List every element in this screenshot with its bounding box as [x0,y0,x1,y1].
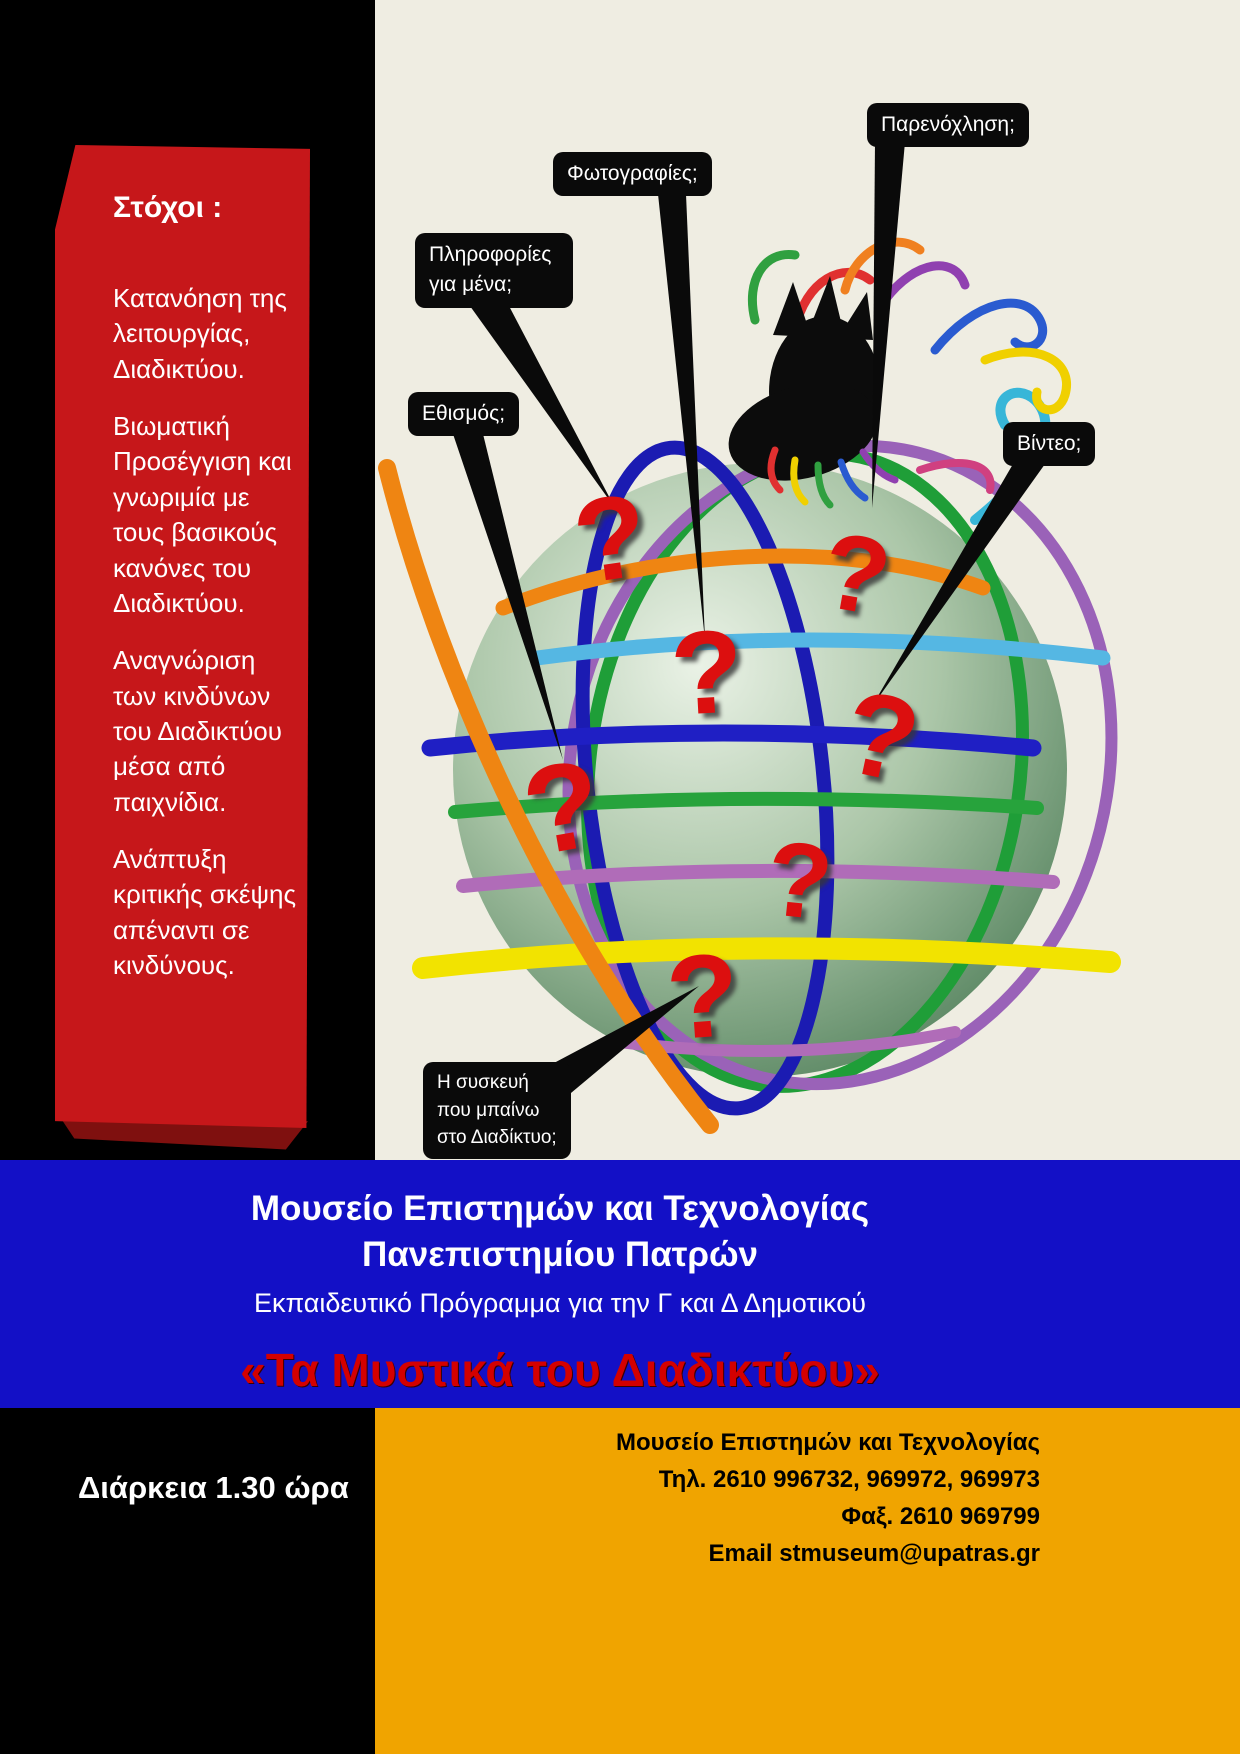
banner: Μουσείο Επιστημών και Τεχνολογίας Πανεπι… [0,1160,1240,1408]
goal-item: Αναγνώριση των κινδύνων του Διαδικτύου μ… [113,645,282,817]
banner-org-line2: Πανεπιστημίου Πατρών [361,1235,759,1274]
goals-title: Στόχοι : [113,191,223,224]
contact-fax: Φαξ. 2610 969799 [841,1503,1040,1530]
bubble-device: Η συσκευή που μπαίνω στο Διαδίκτυο; [423,1062,571,1159]
bubble-tails [453,142,1045,1098]
bubble-harassment: Παρενόχληση; [867,103,1029,148]
octopus-creature [728,276,899,509]
green-parallel-ribbon [448,791,1044,819]
contact-org: Μουσείο Επιστημών και Τεχνολογίας [616,1429,1040,1456]
bubble-photos: Φωτογραφίες; [553,152,712,197]
question-mark: ? [662,928,744,1066]
banner-org-line1: Μουσείο Επιστημών και Τεχνολογίας [250,1189,870,1228]
tail-photos [658,194,705,640]
blue-meridian-ribbon [575,440,835,1116]
goal-item: Βιωματική Προσέγγιση και γνωριμία με του… [113,411,292,618]
bubble-addiction: Εθισμός; [408,392,520,437]
duration-text: Διάρκεια 1.30 ώρα [78,1470,349,1505]
goal-item: Κατανόηση της λειτουργίας, Διαδικτύου. [113,283,287,384]
yellow-parallel-ribbon [412,937,1121,979]
contact-email: Email stmuseum@upatras.gr [708,1540,1041,1567]
question-mark: ? [761,818,838,944]
tail-info [470,306,615,508]
poster-title: «Τα Μυστικά του Διαδικτύου» [240,1344,880,1396]
goal-item: Ανάπτυξη κριτικής σκέψης απέναντι σε κιν… [113,844,296,981]
globe-illustration [378,142,1121,1134]
purple-bottom-ribbon [614,1026,961,1057]
orange-swoosh-ribbon [378,459,719,1134]
cyan-parallel-ribbon [529,632,1111,666]
question-mark: ? [667,605,747,741]
tail-video [871,464,1045,708]
tail-device [537,986,699,1098]
footer-left: Διάρκεια 1.30 ώρα [0,1408,375,1754]
bubble-info: Πληροφορίες για μένα; [415,233,573,308]
tail-harassment [872,142,905,508]
tail-addiction [453,434,563,760]
banner-program: Εκπαιδευτικό Πρόγραμμα για την Γ και Δ Δ… [254,1288,866,1318]
footer-contact: Μουσείο Επιστημών και Τεχνολογίας Τηλ. 2… [375,1408,1240,1754]
goals-ribbon: Στόχοι : Κατανόηση της λειτουργίας, Διαδ… [55,145,310,1128]
orange-top-ribbon [495,548,991,616]
bubble-video: Βίντεο; [1003,422,1096,467]
royalblue-parallel-ribbon [421,724,1042,757]
contact-tel: Τηλ. 2610 996732, 969972, 969973 [658,1466,1040,1493]
illustration-area: ? ? ? ? ? ? ? Παρενόχληση; Φωτογραφίες; … [375,0,1240,1160]
